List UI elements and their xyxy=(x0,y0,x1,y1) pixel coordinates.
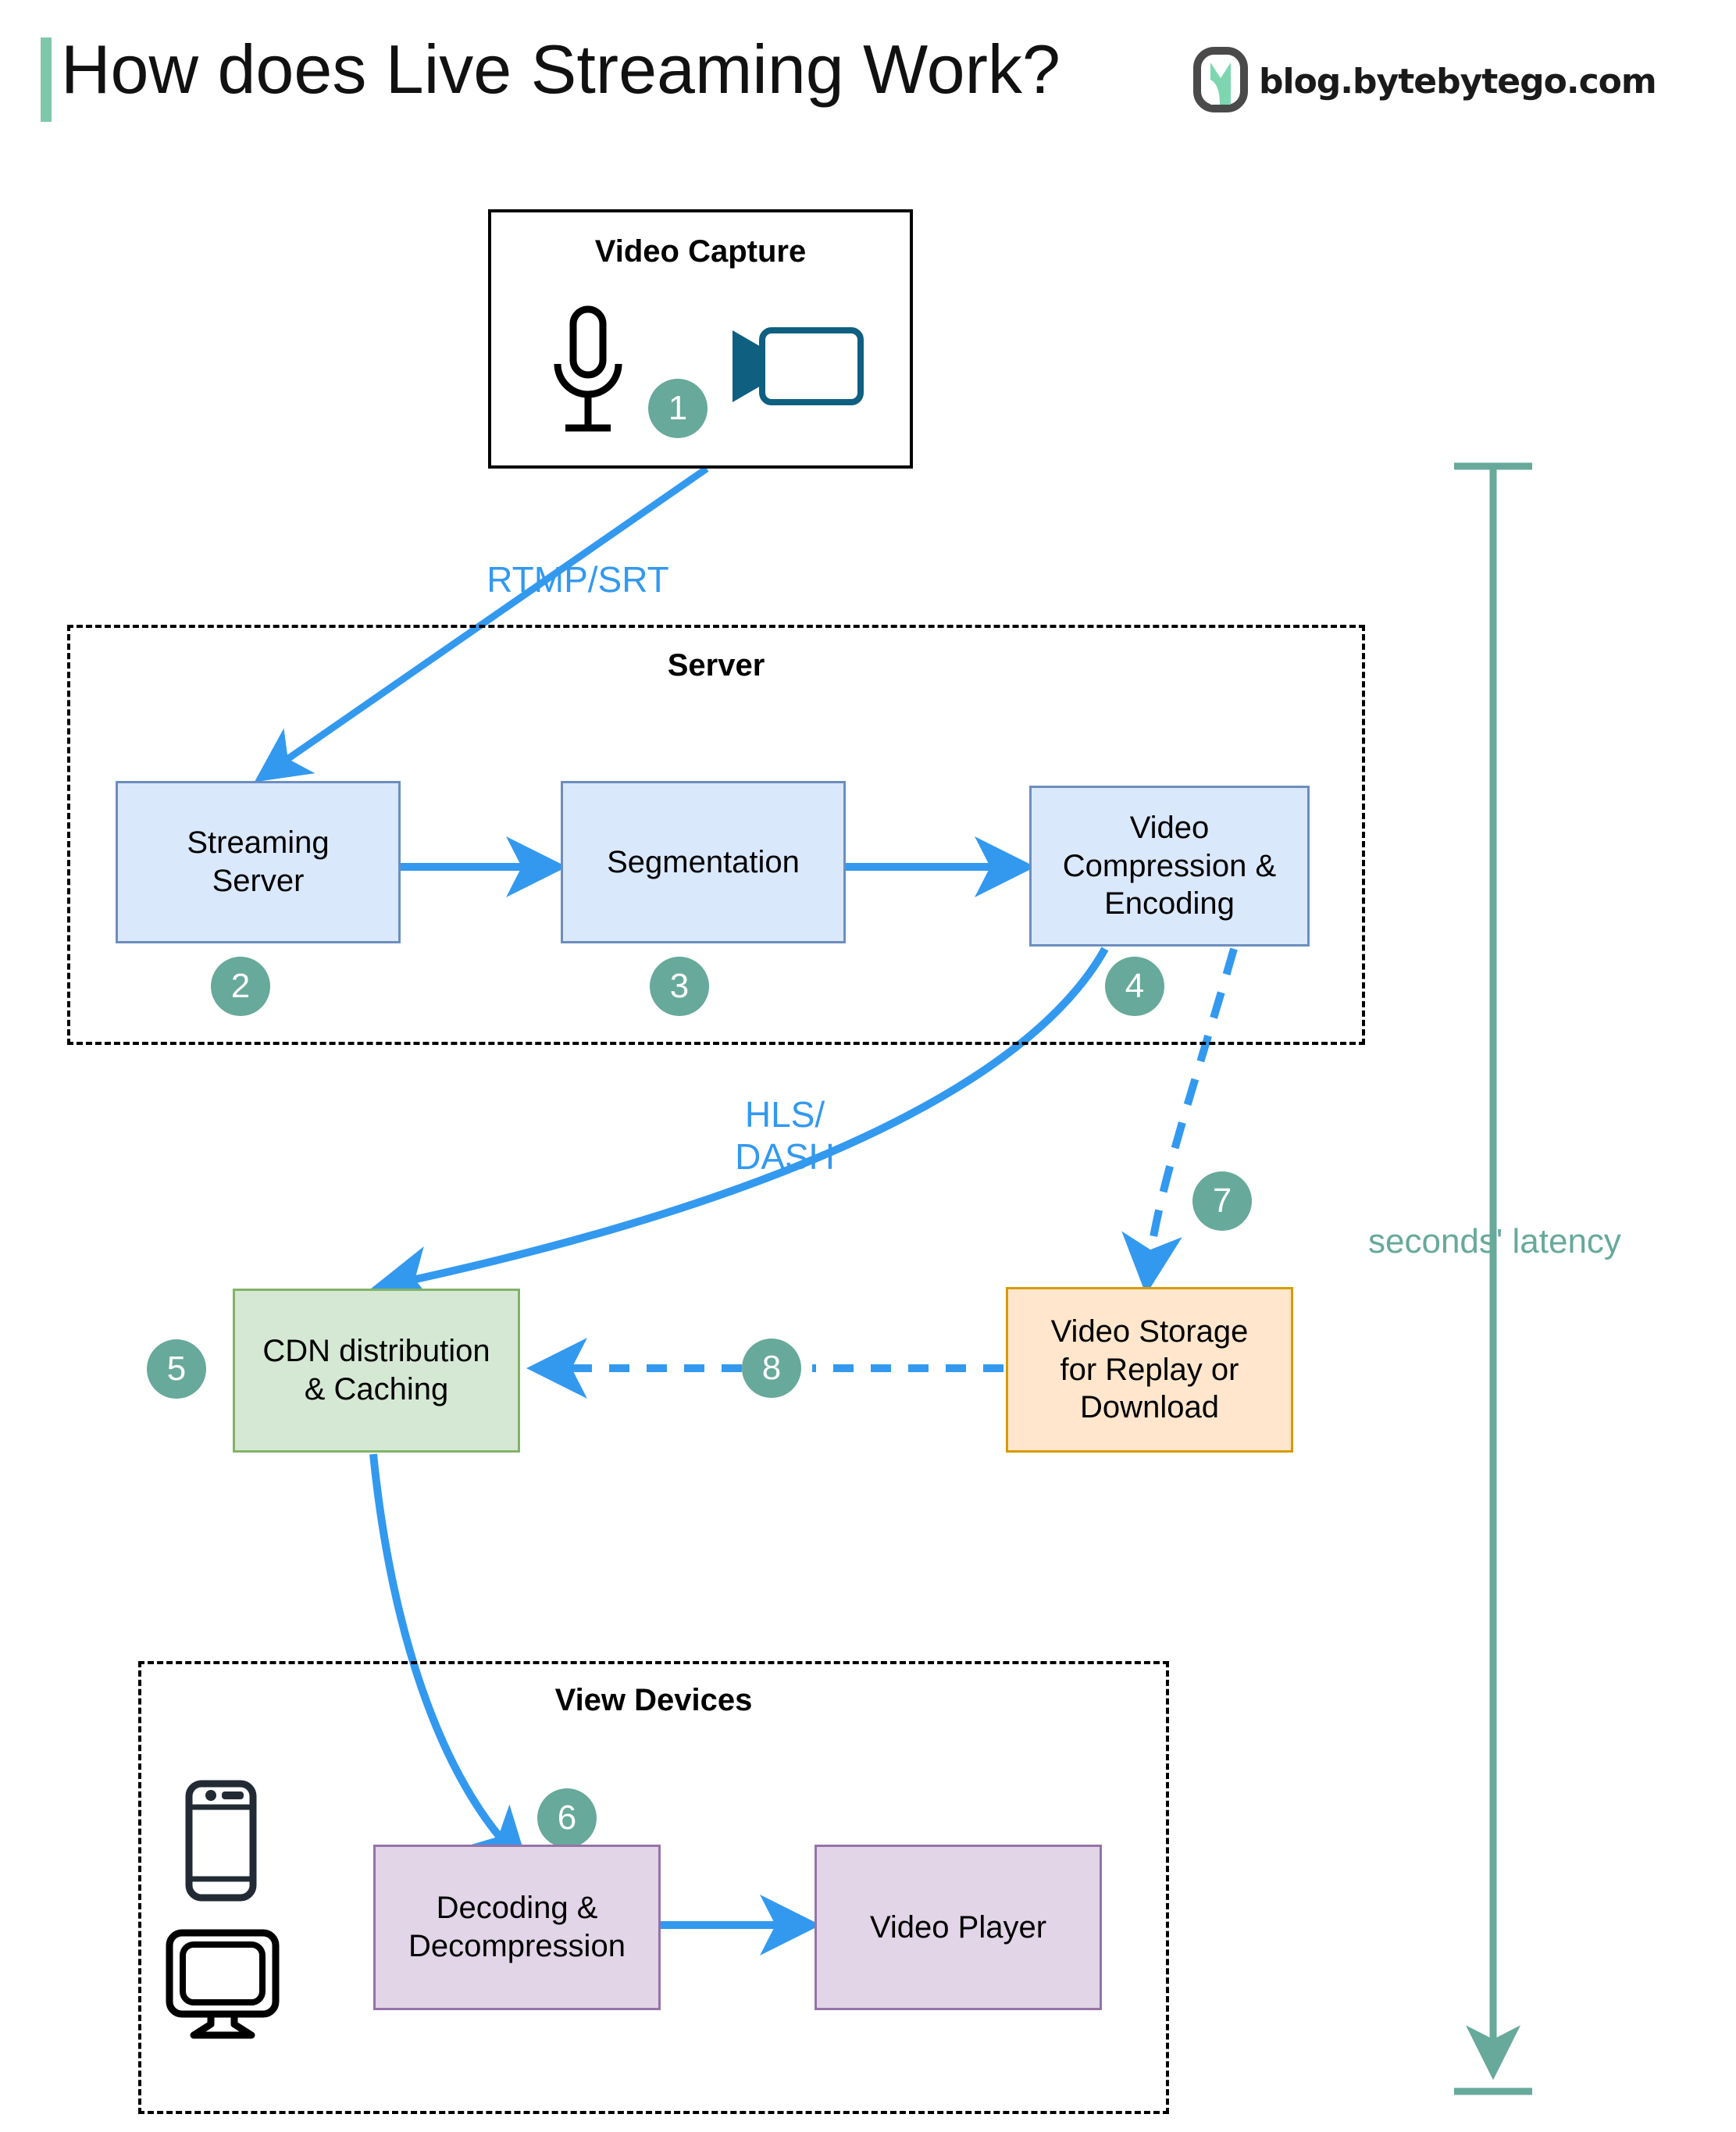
node-video-compression[interactable]: Video Compression & Encoding xyxy=(1029,786,1310,947)
node-video-player[interactable]: Video Player xyxy=(815,1845,1102,2010)
desktop-monitor-icon xyxy=(164,1929,281,2044)
node-video-storage-label: Video Storage for Replay or Download xyxy=(1050,1314,1249,1425)
node-video-compression-label: Video Compression & Encoding xyxy=(1062,810,1277,922)
step-badge-8: 8 xyxy=(742,1339,801,1398)
node-video-storage[interactable]: Video Storage for Replay or Download xyxy=(1006,1287,1293,1453)
smartphone-icon xyxy=(184,1779,258,1906)
step-badge-6: 6 xyxy=(537,1788,597,1848)
step-badge-4: 4 xyxy=(1105,957,1164,1016)
server-label: Server xyxy=(667,648,765,683)
node-streaming-server-label: Streaming Server xyxy=(187,825,330,898)
video-capture-group: Video Capture xyxy=(488,209,913,469)
step-badge-3: 3 xyxy=(650,957,709,1016)
node-video-player-label: Video Player xyxy=(869,1909,1047,1945)
step-badge-2: 2 xyxy=(211,957,270,1016)
video-capture-label: Video Capture xyxy=(594,234,807,269)
server-group xyxy=(67,625,1365,1045)
brand: blog.bytebytego.com xyxy=(1193,47,1657,116)
title-accent-bar xyxy=(41,37,52,122)
microphone-icon xyxy=(545,305,631,449)
view-devices-label: View Devices xyxy=(554,1683,753,1717)
step-badge-1: 1 xyxy=(648,379,708,438)
node-cdn-label: CDN distribution & Caching xyxy=(262,1334,490,1406)
latency-annotation: seconds' latency xyxy=(1368,1222,1621,1260)
node-segmentation[interactable]: Segmentation xyxy=(561,781,846,943)
step-badge-5: 5 xyxy=(147,1339,206,1399)
node-segmentation-label: Segmentation xyxy=(607,844,800,879)
node-cdn[interactable]: CDN distribution & Caching xyxy=(233,1289,520,1453)
node-decoding[interactable]: Decoding & Decompression xyxy=(373,1845,661,2010)
brand-text: blog.bytebytego.com xyxy=(1259,62,1657,102)
node-streaming-server[interactable]: Streaming Server xyxy=(116,781,401,943)
video-camera-icon xyxy=(725,324,865,414)
node-decoding-label: Decoding & Decompression xyxy=(408,1891,626,1963)
view-devices-group xyxy=(138,1661,1169,2114)
edge-label-hls-dash: HLS/ DASH xyxy=(735,1094,835,1178)
page-title: How does Live Streaming Work? xyxy=(61,30,1060,108)
bytebytego-logo-icon xyxy=(1193,47,1248,116)
edge-label-rtmp: RTMP/SRT xyxy=(487,559,669,600)
step-badge-7: 7 xyxy=(1192,1171,1252,1231)
